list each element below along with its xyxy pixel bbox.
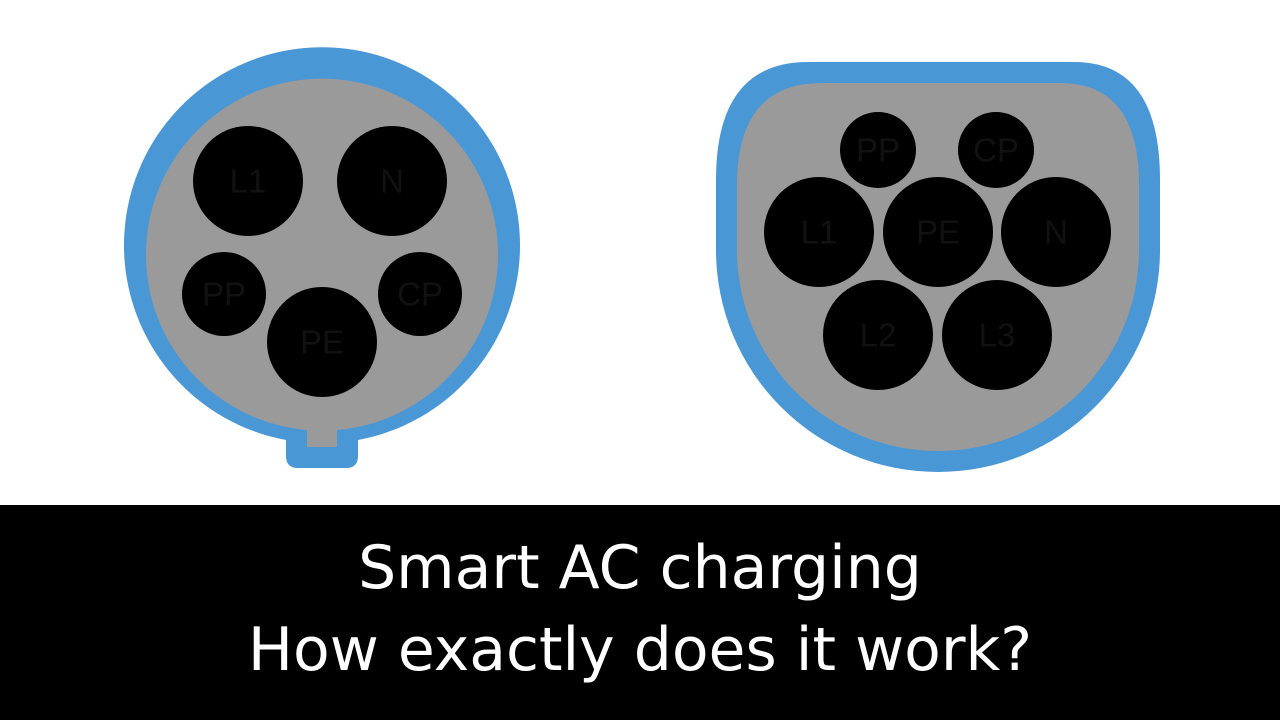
- type-2-pin-n: N: [1001, 177, 1111, 287]
- connector-diagram: L1 N PP CP P: [124, 47, 1160, 472]
- pin-center: [300, 320, 344, 364]
- type-2-pin-pp: PP: [840, 112, 916, 188]
- pin-label: L1: [801, 214, 838, 251]
- pin-center: [1037, 213, 1075, 251]
- pin-center: [800, 213, 838, 251]
- pin-label: L3: [979, 317, 1016, 354]
- type-2-pin-l2: L2: [823, 280, 933, 390]
- pin-center: [981, 135, 1011, 165]
- type-1-pin-cp: CP: [378, 252, 462, 336]
- pin-label: CP: [397, 276, 443, 313]
- type-2-pin-l1: L1: [764, 177, 874, 287]
- pin-label: L1: [230, 163, 267, 200]
- pin-label: L2: [860, 317, 897, 354]
- pin-center: [373, 162, 411, 200]
- pin-label: N: [1044, 214, 1068, 251]
- type-2-pin-pe: PE: [883, 177, 993, 287]
- type-1-pin-pp: PP: [182, 252, 266, 336]
- type-2-pin-cp: CP: [958, 112, 1034, 188]
- type-1-connector: L1 N PP CP P: [124, 47, 520, 468]
- pin-label: PP: [856, 132, 900, 169]
- pin-label: N: [380, 163, 404, 200]
- pin-label: PE: [300, 324, 344, 361]
- type-2-pin-l3: L3: [942, 280, 1052, 390]
- pin-center: [207, 277, 241, 311]
- pin-label: CP: [973, 132, 1019, 169]
- pin-center: [863, 135, 893, 165]
- caption-banner: Smart AC charging How exactly does it wo…: [0, 505, 1280, 720]
- caption-title: Smart AC charging: [358, 533, 922, 603]
- pin-center: [229, 162, 267, 200]
- pin-label: PE: [916, 214, 960, 251]
- pin-center: [859, 316, 897, 354]
- pin-center: [978, 316, 1016, 354]
- type-2-connector: PP CP L1 N P: [716, 62, 1160, 472]
- type-1-pin-pe: PE: [267, 287, 377, 397]
- pin-center: [916, 210, 960, 254]
- type-1-pin-l1: L1: [193, 126, 303, 236]
- caption-subtitle: How exactly does it work?: [247, 615, 1033, 685]
- pin-label: PP: [202, 276, 246, 313]
- type-1-pin-n: N: [337, 126, 447, 236]
- pin-center: [403, 277, 437, 311]
